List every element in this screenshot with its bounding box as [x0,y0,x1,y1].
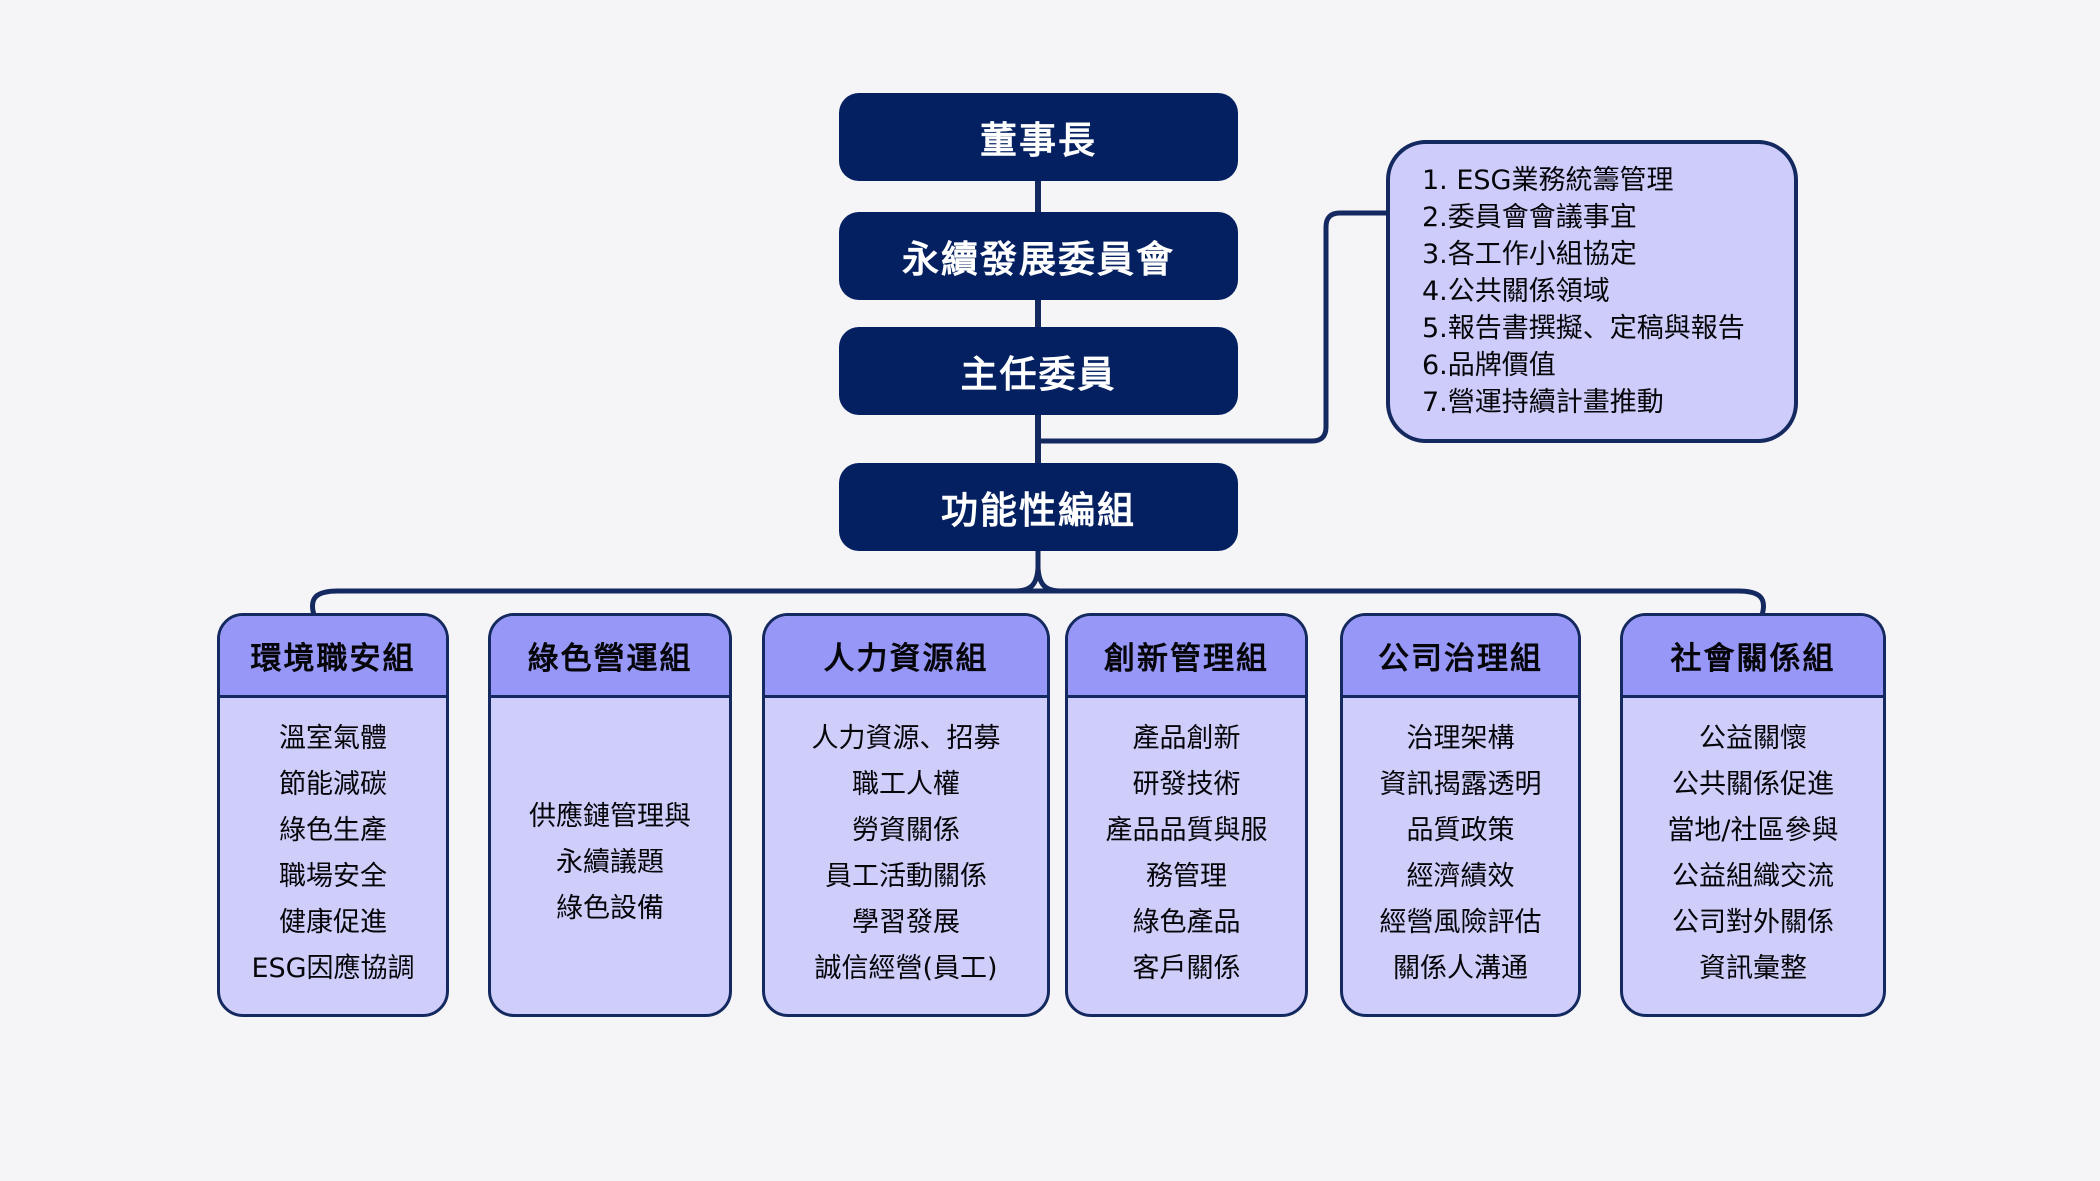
group-header: 創新管理組 [1068,616,1305,698]
group-title: 創新管理組 [1104,641,1269,677]
group-item: 勞資關係 [852,815,960,846]
group-header: 人力資源組 [765,616,1047,698]
group-body: 公益關懷 公共關係促進 當地/社區參與 公益組織交流 公司對外關係 資訊彙整 [1623,698,1883,1014]
responsibility-item: 4.公共關係領域 [1422,276,1610,307]
funnel-connector [1015,549,1061,594]
group-item: 務管理 [1146,861,1227,892]
group-item: 產品創新 [1132,723,1241,754]
group-card-corporate-governance: 公司治理組 治理架構 資訊揭露透明 品質政策 經濟績效 經營風險評估 關係人溝通 [1340,613,1581,1017]
node-chief-commissioner: 主任委員 [839,327,1238,415]
responsibility-item: 5.報告書撰擬、定稿與報告 [1422,313,1745,344]
group-item: 資訊揭露透明 [1379,769,1542,800]
group-item: ESG因應協調 [251,953,415,984]
group-item: 職場安全 [279,861,387,892]
group-item: 綠色設備 [556,893,664,924]
group-body: 產品創新 研發技術 產品品質與服 務管理 綠色產品 客戶關係 [1068,698,1305,1014]
group-header: 公司治理組 [1343,616,1578,698]
group-item: 治理架構 [1406,723,1515,754]
group-item: 經濟績效 [1406,861,1515,892]
responsibilities-box: 1. ESG業務統籌管理 2.委員會會議事宜 3.各工作小組協定 4.公共關係領… [1386,140,1798,443]
group-title: 環境職安組 [250,641,416,677]
group-card-human-resources: 人力資源組 人力資源、招募 職工人權 勞資關係 員工活動關係 學習發展 誠信經營… [762,613,1050,1017]
group-item: 經營風險評估 [1379,907,1542,938]
group-header: 綠色營運組 [491,616,729,698]
group-title: 社會關係組 [1670,641,1836,677]
bus-connector [310,588,1766,616]
node-chairman: 董事長 [839,93,1238,181]
group-title: 綠色營運組 [527,641,693,677]
group-item: 健康促進 [279,907,387,938]
group-item: 品質政策 [1406,815,1515,846]
group-body: 溫室氣體 節能減碳 綠色生產 職場安全 健康促進 ESG因應協調 [220,698,446,1014]
group-card-green-operations: 綠色營運組 供應鏈管理與 永續議題 綠色設備 [488,613,732,1017]
group-item: 公司對外關係 [1672,907,1834,938]
node-functional-grouping: 功能性編組 [839,463,1238,551]
group-item: 綠色產品 [1132,907,1241,938]
group-item: 公益組織交流 [1672,861,1834,892]
group-item: 學習發展 [852,907,960,938]
responsibility-item: 1. ESG業務統籌管理 [1422,165,1674,196]
group-item: 誠信經營(員工) [814,953,998,984]
group-item: 人力資源、招募 [811,723,1001,754]
group-item: 產品品質與服 [1105,815,1268,846]
group-item: 公共關係促進 [1672,769,1834,800]
group-item: 職工人權 [852,769,960,800]
group-item: 客戶關係 [1132,953,1241,984]
group-title: 人力資源組 [823,641,989,677]
group-body: 治理架構 資訊揭露透明 品質政策 經濟績效 經營風險評估 關係人溝通 [1343,698,1578,1014]
group-card-social-relations: 社會關係組 公益關懷 公共關係促進 當地/社區參與 公益組織交流 公司對外關係 … [1620,613,1886,1017]
responsibility-item: 3.各工作小組協定 [1422,239,1637,270]
group-item: 資訊彙整 [1699,953,1807,984]
group-body: 供應鏈管理與 永續議題 綠色設備 [491,698,729,1014]
group-item: 研發技術 [1132,769,1241,800]
responsibility-item: 6.品牌價值 [1422,350,1556,381]
group-item: 當地/社區參與 [1667,815,1839,846]
responsibility-item: 7.營運持續計畫推動 [1422,387,1664,418]
group-header: 社會關係組 [1623,616,1883,698]
group-item: 公益關懷 [1699,723,1807,754]
group-item: 永續議題 [556,847,664,878]
group-item: 綠色生產 [279,815,387,846]
group-item: 員工活動關係 [825,861,987,892]
group-body: 人力資源、招募 職工人權 勞資關係 員工活動關係 學習發展 誠信經營(員工) [765,698,1047,1014]
node-sustainability-committee: 永續發展委員會 [839,212,1238,300]
group-item: 關係人溝通 [1393,953,1528,984]
responsibility-item: 2.委員會會議事宜 [1422,202,1637,233]
group-title: 公司治理組 [1378,641,1543,677]
group-item: 節能減碳 [279,769,387,800]
group-item: 溫室氣體 [279,723,387,754]
group-header: 環境職安組 [220,616,446,698]
group-card-innovation-management: 創新管理組 產品創新 研發技術 產品品質與服 務管理 綠色產品 客戶關係 [1065,613,1308,1017]
group-card-environment-safety: 環境職安組 溫室氣體 節能減碳 綠色生產 職場安全 健康促進 ESG因應協調 [217,613,449,1017]
group-item: 供應鏈管理與 [529,801,691,832]
